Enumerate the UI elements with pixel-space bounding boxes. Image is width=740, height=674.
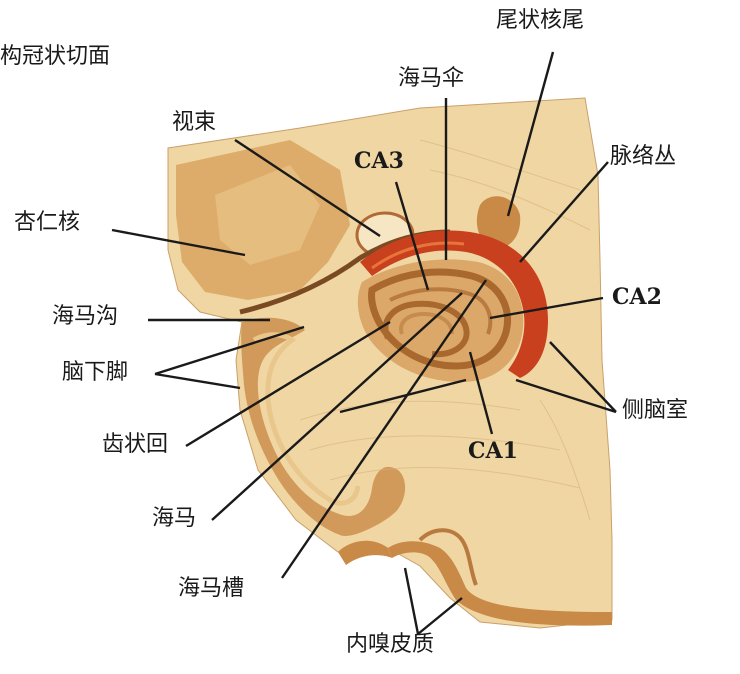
label-entorhinal-cortex: 内嗅皮质 xyxy=(346,634,434,656)
label-dentate-gyrus: 齿状回 xyxy=(102,434,168,456)
label-cerebral-peduncle: 脑下脚 xyxy=(62,362,128,384)
label-lateral-ventricle: 侧脑室 xyxy=(622,400,688,422)
label-optic-tract: 视束 xyxy=(172,112,216,134)
label-ca1: CA1 xyxy=(468,440,518,462)
label-tail-of-caudate: 尾状核尾 xyxy=(496,10,584,32)
label-hippocampus: 海马 xyxy=(152,508,196,530)
label-hippocampal-groove: 海马槽 xyxy=(178,578,244,600)
label-ca3: CA3 xyxy=(354,150,404,172)
leader-entorhinal-1 xyxy=(405,568,418,634)
label-amygdala: 杏仁核 xyxy=(14,212,80,234)
label-hippocampal-sulcus: 海马沟 xyxy=(52,306,118,328)
leader-entorhinal-2 xyxy=(418,598,462,634)
label-choroid-plexus: 脉络丛 xyxy=(610,146,676,168)
section-title-fragment: 构冠状切面 xyxy=(0,46,110,68)
leader-peduncle-2 xyxy=(155,374,240,388)
label-fimbria: 海马伞 xyxy=(398,68,464,90)
label-ca2: CA2 xyxy=(612,286,662,308)
